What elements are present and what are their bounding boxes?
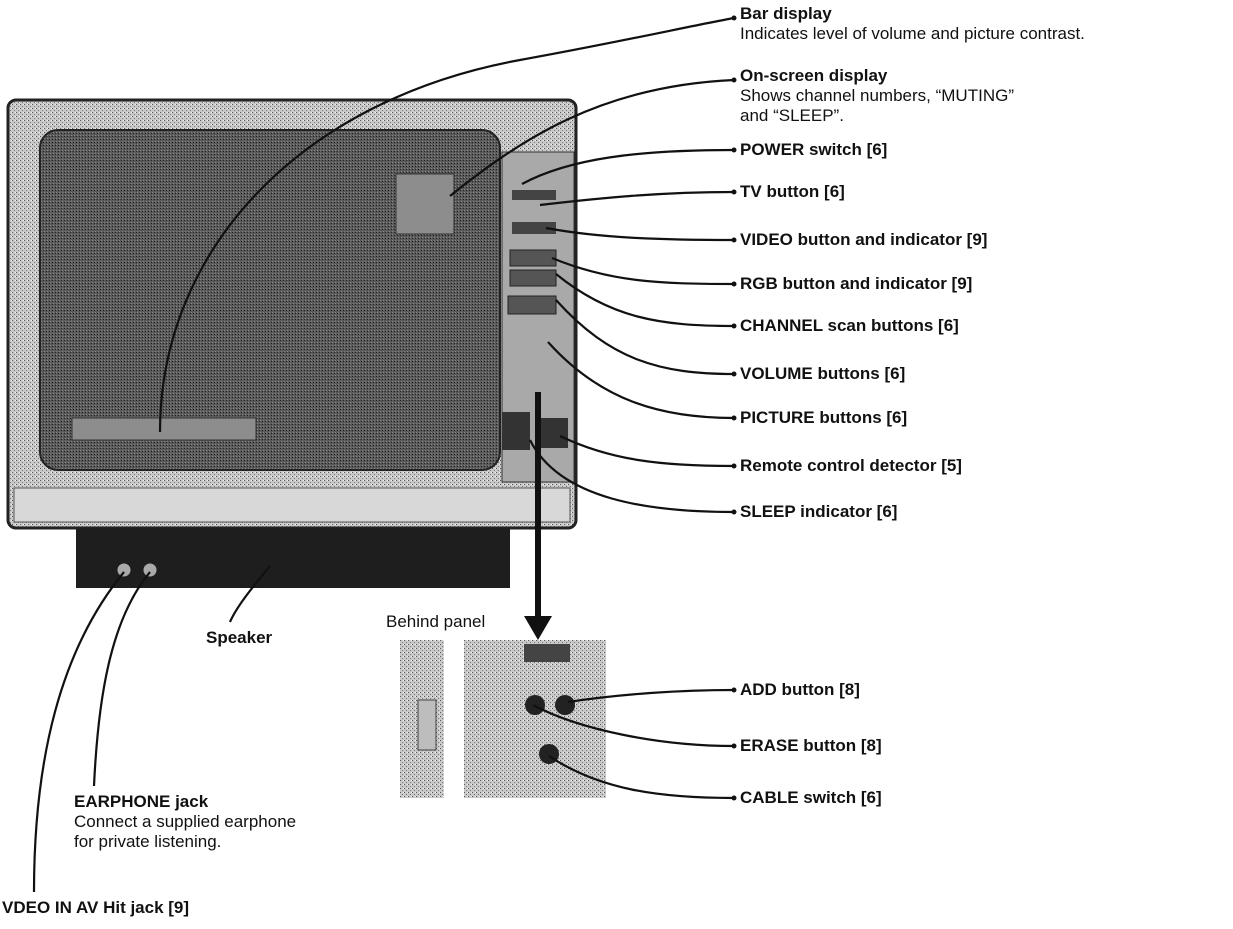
- rgb-button-shape: [509, 249, 557, 267]
- jack-right: [142, 562, 158, 578]
- jack-left: [116, 562, 132, 578]
- leader-picture-buttons: [547, 341, 735, 420]
- leader-bar-display: [158, 16, 735, 433]
- leader-lines: [32, 16, 735, 893]
- leader-remote-detector: [559, 435, 735, 468]
- leader-video-in-jack: [32, 571, 125, 893]
- label-tv-button: TV button [6]: [740, 182, 845, 201]
- label-rgb-button: RGB button and indicator [9]: [740, 274, 973, 293]
- label-erase-button: ERASE button [8]: [740, 736, 882, 755]
- earphone-jack-title: EARPHONE jack: [74, 792, 209, 811]
- tv-front-strip: [13, 487, 571, 523]
- channel-button-shape: [509, 269, 557, 287]
- label-bar-display: Bar display Indicates level of volume an…: [740, 4, 1085, 44]
- label-cable-switch: CABLE switch [6]: [740, 788, 882, 807]
- label-picture-buttons: PICTURE buttons [6]: [740, 408, 908, 427]
- on-screen-display-desc-2: and “SLEEP”.: [740, 106, 844, 125]
- leader-on-screen-display: [449, 78, 735, 197]
- behind-panel-figure: [400, 640, 606, 798]
- label-behind-panel: Behind panel: [386, 612, 486, 631]
- label-remote-detector: Remote control detector [5]: [740, 456, 962, 475]
- leader-speaker: [228, 565, 271, 623]
- remote-detector-shape: [540, 418, 568, 448]
- add-button-knob: [555, 695, 575, 715]
- video-button-shape: [512, 222, 556, 234]
- bar-display-title: Bar display: [740, 4, 832, 23]
- leader-video-button: [545, 226, 735, 242]
- tv-base: [76, 528, 510, 588]
- behind-panel-arrow: [524, 392, 552, 640]
- earphone-jack-desc-1: Connect a supplied earphone: [74, 812, 297, 831]
- leader-volume-buttons: [555, 299, 735, 376]
- leader-sleep-indicator: [529, 439, 735, 514]
- label-power-switch: POWER switch [6]: [740, 140, 888, 159]
- label-speaker: Speaker: [206, 628, 273, 647]
- behind-panel-main: [464, 640, 606, 798]
- on-screen-display-desc-1: Shows channel numbers, “MUTING”: [740, 86, 1014, 105]
- earphone-jack-desc-2: for private listening.: [74, 832, 222, 851]
- leader-erase-button: [532, 704, 735, 748]
- leader-tv-button: [539, 190, 735, 207]
- volume-button-shape: [507, 295, 557, 315]
- label-earphone-jack: EARPHONE jack Connect a supplied earphon…: [74, 792, 296, 852]
- leader-channel-scan: [555, 273, 735, 328]
- sleep-indicator-shape: [502, 412, 530, 450]
- leader-add-button: [567, 688, 735, 704]
- leader-earphone-jack: [92, 571, 151, 787]
- on-screen-display-box: [395, 173, 455, 235]
- label-channel-scan: CHANNEL scan buttons [6]: [740, 316, 959, 335]
- label-video-in-jack: VDEO IN AV Hit jack [9]: [2, 898, 190, 917]
- label-sleep-indicator: SLEEP indicator [6]: [740, 502, 898, 521]
- bar-display-box: [71, 417, 257, 441]
- label-volume-buttons: VOLUME buttons [6]: [740, 364, 906, 383]
- leader-cable-switch: [548, 755, 735, 800]
- label-on-screen-display: On-screen display Shows channel numbers,…: [740, 66, 1014, 126]
- tv-button-shape: [512, 190, 556, 200]
- label-video-button: VIDEO button and indicator [9]: [740, 230, 988, 249]
- behind-panel-top-slot: [524, 644, 570, 662]
- leader-power-switch: [521, 148, 735, 185]
- on-screen-display-title: On-screen display: [740, 66, 888, 85]
- tv-set: [6, 98, 578, 588]
- bar-display-desc: Indicates level of volume and picture co…: [740, 24, 1085, 43]
- tv-screen: [39, 129, 501, 471]
- behind-panel-door: [417, 699, 437, 751]
- leader-dots: [731, 15, 737, 801]
- leader-rgb-button: [551, 256, 735, 286]
- label-add-button: ADD button [8]: [740, 680, 860, 699]
